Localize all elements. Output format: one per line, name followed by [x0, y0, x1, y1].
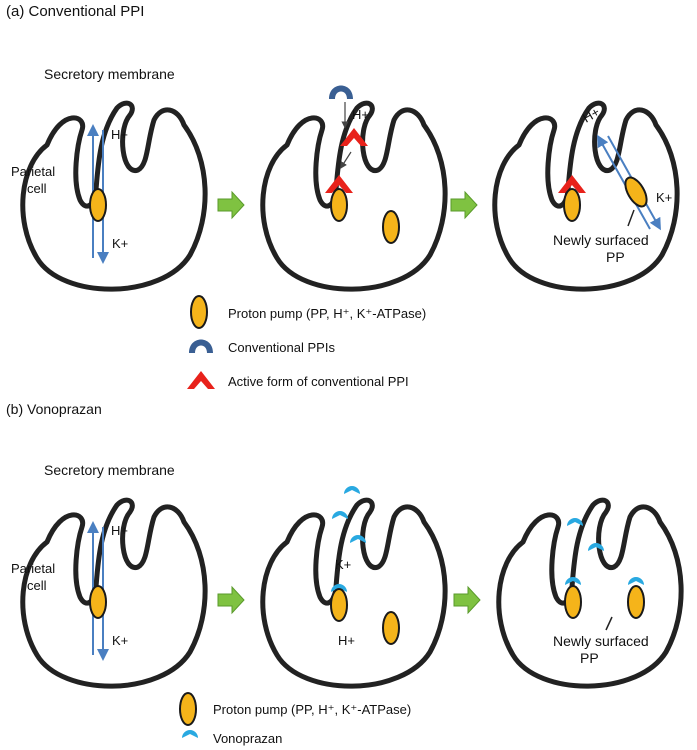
parietal-label-b: Parietal [11, 561, 55, 576]
transition-arrow-a2 [450, 191, 478, 219]
newly-surfaced-pointer-b3 [605, 616, 613, 631]
secretory-membrane-label-a: Secretory membrane [44, 66, 175, 82]
cell-label-a: cell [27, 181, 47, 196]
transition-arrow-a1 [217, 191, 245, 219]
legend-b-vonoprazan-icon [182, 730, 198, 738]
h-plus-label-b2: H+ [338, 633, 355, 648]
legend-b-vonoprazan-label: Vonoprazan [213, 731, 282, 746]
panel-a-title: (a) Conventional PPI [6, 3, 144, 20]
proton-pump-b3-left [564, 585, 582, 619]
secretory-membrane-label-b: Secretory membrane [44, 462, 175, 478]
transition-arrow-b1 [217, 586, 245, 614]
proton-pump-a2-bound [330, 188, 348, 222]
proton-pump-a2-free [382, 210, 400, 244]
legend-b-pump-label: Proton pump (PP, H⁺, K⁺-ATPase) [213, 702, 411, 717]
newly-surfaced-label-b3: Newly surfaced [553, 633, 649, 649]
legend-a-conventional-icon [189, 339, 213, 353]
conventional-ppi-a2 [329, 85, 353, 99]
legend-a-active-icon [187, 371, 215, 389]
newly-surfaced-pointer-a3 [627, 209, 635, 227]
pp-label-a3: PP [606, 249, 625, 265]
legend-b-pump-icon [179, 692, 197, 726]
proton-pump-a1 [89, 188, 107, 222]
vonoprazan-b3-1 [567, 518, 583, 526]
vonoprazan-b2-1 [344, 486, 360, 494]
proton-pump-b1 [89, 585, 107, 619]
proton-pump-a3-bound [563, 188, 581, 222]
proton-pump-b2-free [382, 611, 400, 645]
cell-label-b: cell [27, 578, 47, 593]
transition-arrow-b2 [453, 586, 481, 614]
proton-pump-b2-bound [330, 588, 348, 622]
legend-a-pump-label: Proton pump (PP, H⁺, K⁺-ATPase) [228, 306, 426, 321]
vonoprazan-b2-2 [332, 511, 348, 519]
k-plus-label-a1: K+ [112, 236, 128, 251]
vonoprazan-b3-bound-right [628, 577, 644, 585]
newly-surfaced-label-a3: Newly surfaced [553, 232, 649, 248]
h-plus-label-a3: H+ [580, 104, 602, 125]
parietal-label-a: Parietal [11, 164, 55, 179]
k-plus-label-a3: K+ [656, 190, 672, 205]
panel-b-title: (b) Vonoprazan [6, 401, 102, 417]
proton-pump-a3-new [620, 173, 652, 211]
pp-label-b3: PP [580, 650, 599, 666]
h-plus-label-a2: H+ [352, 107, 369, 122]
proton-pump-b3-right [627, 585, 645, 619]
h-plus-label-a1: H+ [111, 127, 128, 142]
legend-a-active-label: Active form of conventional PPI [228, 374, 409, 389]
k-plus-label-b2: K+ [335, 557, 351, 572]
vonoprazan-b3-2 [588, 543, 604, 551]
k-plus-label-b1: K+ [112, 633, 128, 648]
parietal-cell-a3 [495, 103, 677, 289]
parietal-cell-b2 [263, 500, 445, 686]
binding-arrow-a2 [340, 151, 352, 170]
h-plus-label-b1: H+ [111, 523, 128, 538]
legend-a-pump-icon [190, 295, 208, 329]
legend-a-conventional-label: Conventional PPIs [228, 340, 335, 355]
